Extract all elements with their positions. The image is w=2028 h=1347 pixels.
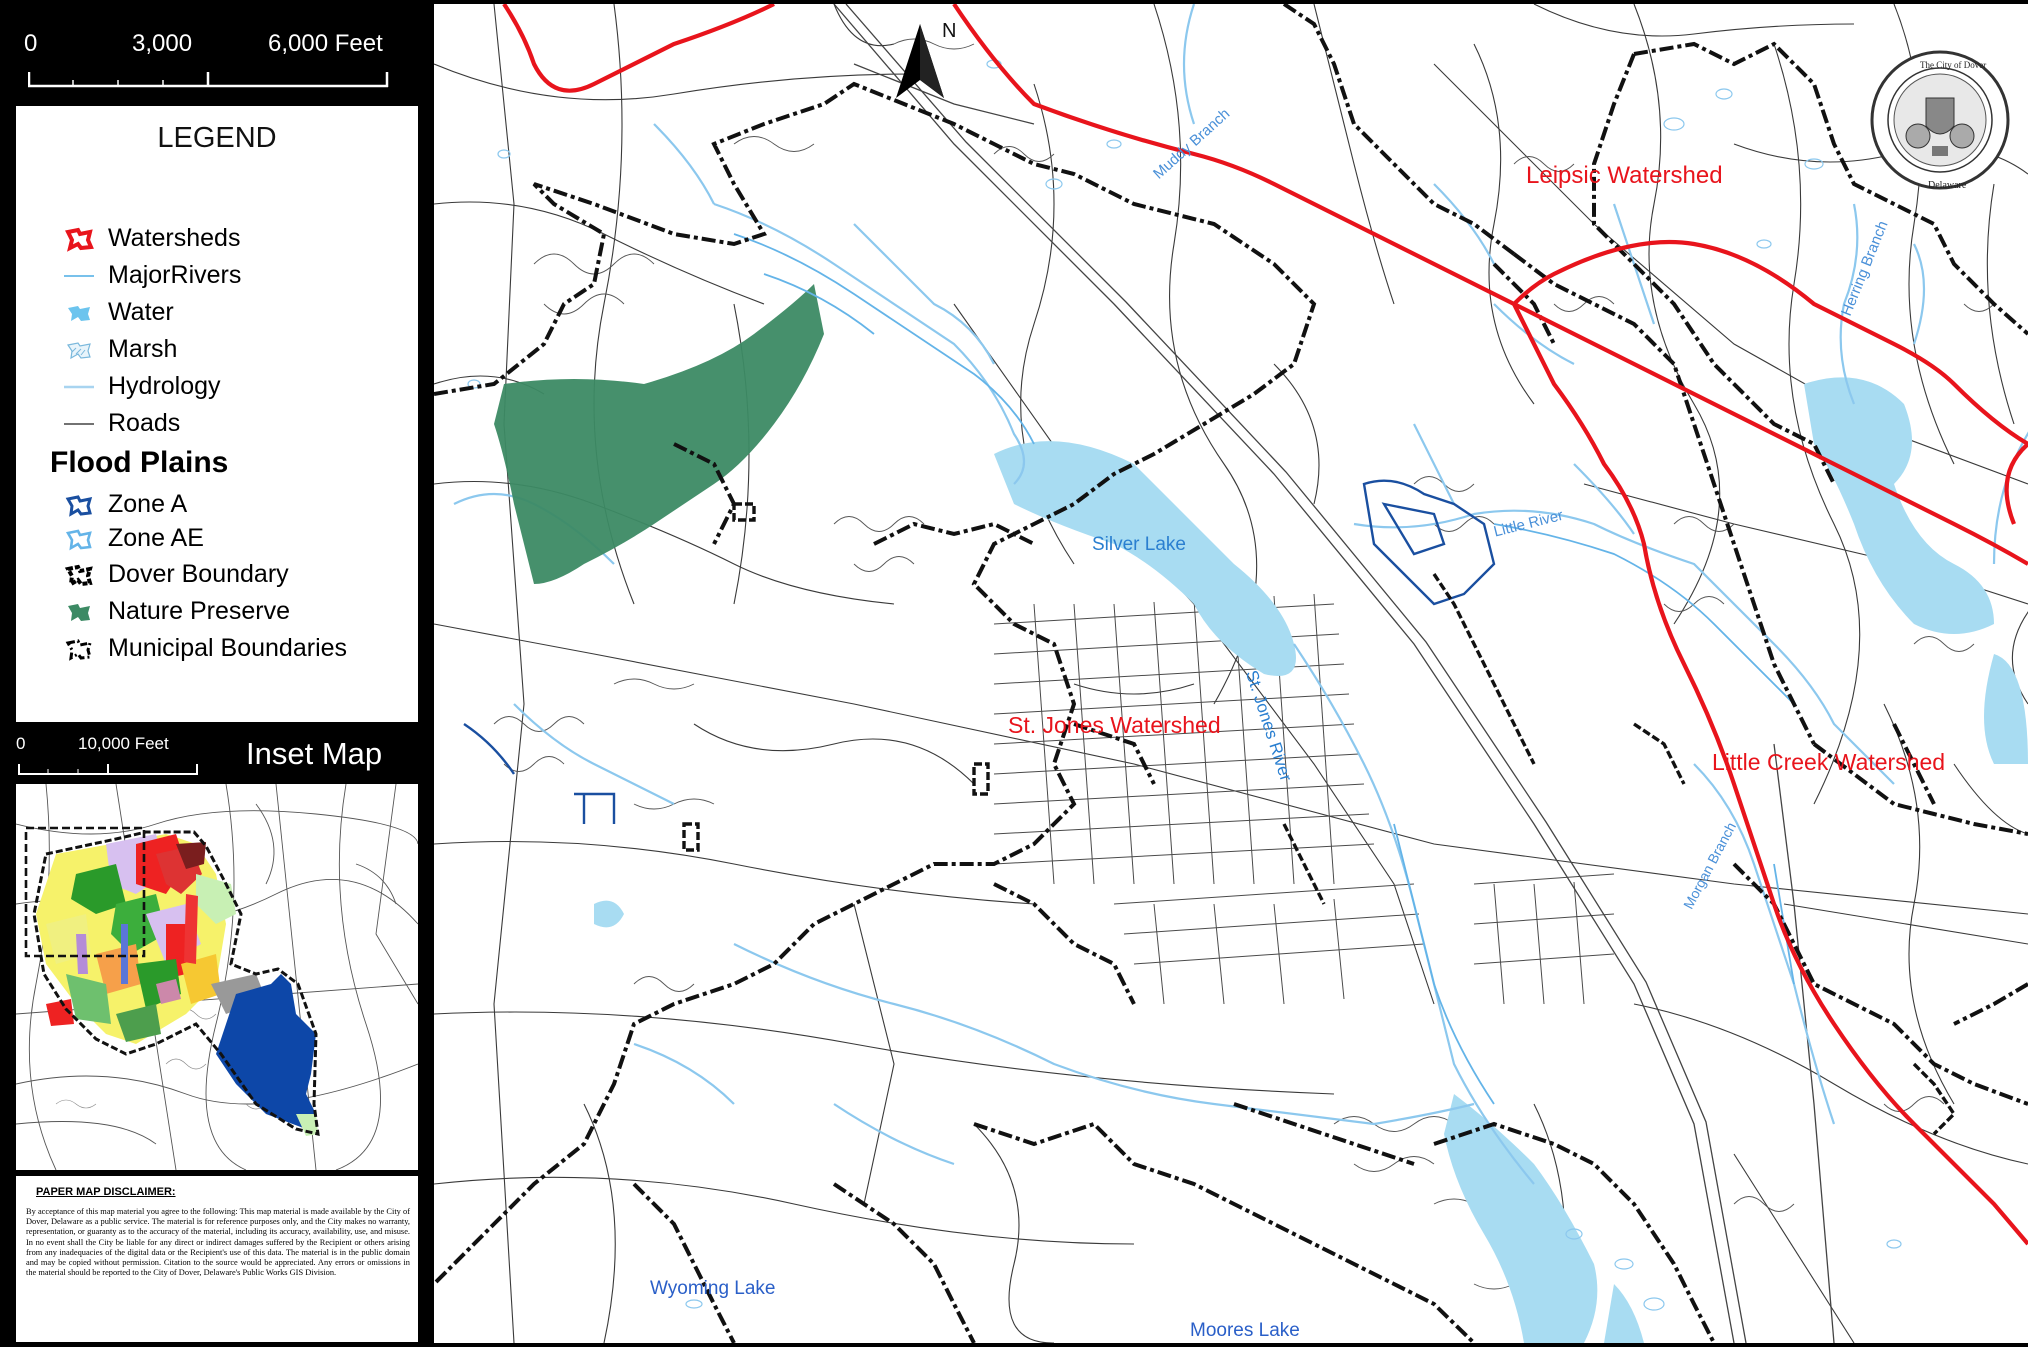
herring-branch xyxy=(1912,243,1926,345)
legend-item-roads: Roads xyxy=(64,409,180,438)
flood-zone-a xyxy=(463,479,1496,824)
dover-boundary-icon xyxy=(64,564,93,588)
watershed-label-little-creek: Little Creek Watershed xyxy=(1712,749,1946,775)
legend-label-municipal-boundaries: Municipal Boundaries xyxy=(108,634,348,662)
road-icon xyxy=(64,422,94,425)
legend-item-watersheds: Watersheds xyxy=(64,224,240,253)
legend-label-zone-ae: Zone AE xyxy=(108,524,204,552)
inset-scale-label-0: 0 xyxy=(16,734,26,753)
legend-item-nature-preserve: Nature Preserve xyxy=(64,597,290,626)
legend-label-water: Water xyxy=(108,298,174,326)
legend-label-nature-preserve: Nature Preserve xyxy=(108,597,291,625)
subdivision-streets xyxy=(493,38,1995,1290)
legend-label-hydrology: Hydrology xyxy=(108,372,221,400)
zone-ae-icon xyxy=(65,529,92,550)
legend-label-watersheds: Watersheds xyxy=(108,224,241,252)
map-sidebar: 0 3,000 6,000 Feet LEGEND Watersheds Maj… xyxy=(0,0,432,1347)
north-arrow-icon xyxy=(896,24,944,98)
legend-label-major-rivers: MajorRivers xyxy=(108,261,242,289)
seal-bottom-text: Delaware xyxy=(1928,180,1967,191)
nature-preserve-area xyxy=(494,284,824,584)
legend-item-municipal-boundaries: Municipal Boundaries xyxy=(64,634,347,663)
legend-label-dover-boundary: Dover Boundary xyxy=(108,560,289,588)
flood-plains-heading: Flood Plains xyxy=(50,446,229,479)
hydrology-icon xyxy=(64,385,94,388)
rail-lines xyxy=(833,4,1835,1343)
disclaimer-text: By acceptance of this map material you a… xyxy=(26,1207,410,1278)
scale-label-0: 0 xyxy=(24,30,38,57)
main-map[interactable]: N The City of Dover Delaware Leipsic Wat… xyxy=(434,4,2028,1343)
legend-item-marsh: Marsh xyxy=(64,335,177,364)
inset-scale-label-10000: 10,000 Feet xyxy=(78,734,169,753)
downtown-street-grid xyxy=(993,593,1615,1005)
flood-zone-ae xyxy=(733,233,1795,1105)
watershed-icon xyxy=(65,227,94,252)
inset-header: 0 10,000 Feet Inset Map xyxy=(14,734,418,780)
legend-label-zone-a: Zone A xyxy=(108,490,188,518)
marsh-areas xyxy=(467,59,1902,1311)
city-seal xyxy=(1870,50,2010,190)
watershed-label-leipsic: Leipsic Watershed xyxy=(1526,162,1723,189)
inset-title: Inset Map xyxy=(246,736,383,771)
leipsic-watershed-boundary xyxy=(952,4,2028,566)
disclaimer-title: PAPER MAP DISCLAIMER: xyxy=(36,1186,176,1198)
morgan-branch xyxy=(1693,763,1836,1125)
little-river xyxy=(1353,509,1895,785)
zone-a-icon xyxy=(65,494,93,517)
scale-label-3000: 3,000 xyxy=(132,30,193,57)
scale-bar: 0 3,000 6,000 Feet xyxy=(14,20,414,95)
marsh-icon xyxy=(67,341,91,359)
legend-label-roads: Roads xyxy=(108,409,181,437)
legend-title: LEGEND xyxy=(157,122,277,154)
legend-item-water: Water xyxy=(64,298,174,327)
inset-map-graphic xyxy=(16,784,418,1170)
municipal-boundaries xyxy=(682,502,1957,1136)
watershed-label-st-jones: St. Jones Watershed xyxy=(1008,712,1221,738)
disclaimer-panel: PAPER MAP DISCLAIMER: By acceptance of t… xyxy=(16,1176,418,1342)
silver-lake xyxy=(994,441,1296,676)
water-bodies xyxy=(594,377,2028,1343)
seal-top-text: The City of Dover xyxy=(1920,60,1987,70)
main-map-graphic xyxy=(434,4,2028,1343)
legend-item-major-rivers: MajorRivers xyxy=(64,261,241,290)
little-creek-watershed-boundary xyxy=(1512,239,2028,446)
water-icon xyxy=(68,305,90,321)
legend-item-hydrology: Hydrology xyxy=(64,372,221,401)
major-river-icon xyxy=(64,274,94,277)
water-label-wyoming-lake: Wyoming Lake xyxy=(650,1278,776,1299)
legend-panel: LEGEND Watersheds MajorRivers Water Mar xyxy=(16,106,418,722)
north-label: N xyxy=(942,20,957,42)
legend-item-dover-boundary: Dover Boundary xyxy=(64,560,289,589)
nature-preserve-icon xyxy=(68,603,90,621)
legend-item-zone-ae: Zone AE xyxy=(64,524,204,553)
scale-bar-graphic xyxy=(28,72,389,88)
municipal-boundary-icon xyxy=(65,638,93,661)
water-label-moores-lake: Moores Lake xyxy=(1190,1320,1300,1341)
water-label-silver-lake: Silver Lake xyxy=(1092,534,1186,555)
legend-label-marsh: Marsh xyxy=(108,335,178,363)
inset-map xyxy=(16,784,418,1170)
scale-label-6000: 6,000 Feet xyxy=(268,30,383,57)
legend-item-zone-a: Zone A xyxy=(64,490,187,519)
inset-scale-bar-graphic xyxy=(18,764,198,775)
watershed-boundaries xyxy=(502,4,2028,1246)
